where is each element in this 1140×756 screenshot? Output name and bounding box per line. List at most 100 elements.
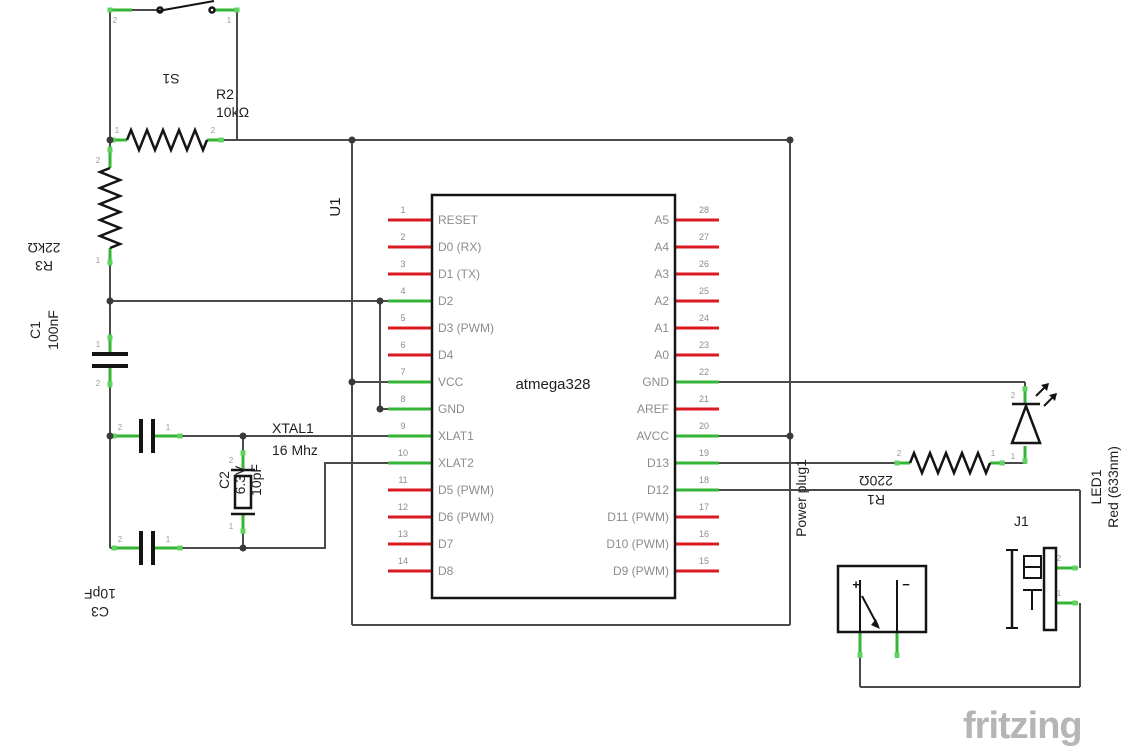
u1-pin-number: 12 [398, 502, 408, 512]
junction-dot [106, 297, 114, 305]
c2-pin-digit: 2 [118, 423, 123, 432]
u1-pin-number: 1 [400, 205, 405, 215]
c2-rating-label[interactable]: 6.3V [232, 465, 248, 494]
power-body [836, 564, 928, 634]
u1-pin-name: A3 [654, 267, 669, 281]
led1-ref-label[interactable]: LED1 [1088, 469, 1104, 504]
u1-outline [430, 193, 677, 600]
resistor-r1-symbol[interactable] [908, 449, 992, 477]
led1-value-label[interactable]: Red (633nm) [1105, 446, 1121, 528]
j1-ref-label[interactable]: J1 [1014, 513, 1029, 529]
j1-sleeve [1042, 546, 1058, 632]
xtal1-pin-digit: 1 [229, 522, 234, 531]
u1-pin-number: 16 [699, 529, 709, 539]
c1-pin-digit: 1 [96, 340, 101, 349]
u1-pin-name: D1 (TX) [438, 267, 480, 281]
j1-pin-digit: 2 [1057, 554, 1062, 563]
u1-pin-number: 7 [400, 367, 405, 377]
junction-dot [786, 136, 794, 144]
r2-ref-label[interactable]: R2 [216, 86, 234, 102]
u1-pin-number: 24 [699, 313, 709, 323]
u1-pin-name: D0 (RX) [438, 240, 481, 254]
s1-pin-digit: 2 [113, 16, 118, 25]
junction-dot [239, 544, 247, 552]
u1-pin-name: D3 (PWM) [438, 321, 494, 335]
u1-pin-name: AREF [637, 402, 669, 416]
u1-pin-name: A1 [654, 321, 669, 335]
u1-pin-number: 4 [400, 286, 405, 296]
junction-dots [106, 136, 794, 552]
capacitor-c2-symbol[interactable] [139, 419, 155, 453]
junction-dot [348, 378, 356, 386]
power-minus-label: − [902, 577, 910, 592]
wire-xlat2[interactable] [243, 462, 432, 549]
terminal-point [177, 545, 183, 551]
c1-ref-label[interactable]: C1 [27, 321, 43, 339]
c3-value-label[interactable]: 10pF [84, 586, 116, 602]
r3-ref-label[interactable]: R3 [35, 258, 53, 274]
u1-pin-number: 22 [699, 367, 709, 377]
terminal-point [1072, 600, 1078, 606]
r3-zigzag [96, 166, 124, 250]
c2-value-label[interactable]: 10pF [248, 464, 264, 496]
c3-pin-digit: 1 [166, 535, 171, 544]
power-ref-label[interactable]: Power plug1 [793, 459, 809, 537]
u1-pin-name: A4 [654, 240, 669, 254]
u1-pin-name: D12 [647, 483, 669, 497]
junction-dot [348, 136, 356, 144]
u1-pin-number: 8 [400, 394, 405, 404]
r1-value-label[interactable]: 220Ω [859, 473, 893, 489]
terminal-point [218, 137, 224, 143]
u1-pin-name: VCC [438, 375, 464, 389]
component-labels: S1 R2 10kΩ 22kΩ R3 C1 100nF XTAL1 16 Mhz… [27, 71, 1121, 620]
u1-pin-name: XLAT1 [438, 429, 474, 443]
c1-value-label[interactable]: 100nF [45, 310, 61, 350]
u1-pin-number: 3 [400, 259, 405, 269]
r3-pin-digit: 1 [96, 256, 101, 265]
c3-ref-label[interactable]: C3 [91, 604, 109, 620]
switch-s1-symbol[interactable] [156, 0, 216, 14]
r1-pin-digit: 1 [991, 449, 996, 458]
junction-dot [106, 136, 114, 144]
c2-ref-label[interactable]: C2 [216, 471, 232, 489]
resistor-r3-symbol[interactable] [96, 166, 124, 250]
crystal-xtal1-symbol[interactable] [231, 468, 255, 516]
capacitor-c3-symbol[interactable] [139, 531, 155, 565]
c2-pin-digit: 1 [166, 423, 171, 432]
xtal1-value-label[interactable]: 16 Mhz [272, 442, 318, 458]
u1-pin-name: A5 [654, 213, 669, 227]
terminal-point [107, 7, 113, 13]
power-plus-label: + [852, 577, 860, 592]
terminal-point [107, 335, 113, 341]
u1-pin-number: 21 [699, 394, 709, 404]
jack-j1-symbol[interactable] [1006, 546, 1058, 632]
r2-value-label[interactable]: 10kΩ [216, 104, 249, 120]
u1-pin-number: 25 [699, 286, 709, 296]
junction-dot [239, 432, 247, 440]
u1-ref-label[interactable]: U1 [327, 197, 344, 216]
xtal1-ref-label[interactable]: XTAL1 [272, 420, 314, 436]
u1-pin-number: 17 [699, 502, 709, 512]
terminal-point [177, 433, 183, 439]
u1-pin-stubs [388, 218, 719, 573]
ic-u1-body[interactable] [430, 193, 677, 600]
u1-pin-name: D7 [438, 537, 454, 551]
r3-value-label[interactable]: 22kΩ [27, 240, 60, 256]
r1-ref-label[interactable]: R1 [867, 492, 885, 508]
terminal-point [111, 433, 117, 439]
u1-pin-number: 5 [400, 313, 405, 323]
u1-pin-number: 14 [398, 556, 408, 566]
terminal-point [107, 259, 113, 265]
u1-part-label[interactable]: atmega328 [515, 376, 590, 393]
capacitor-c1-symbol[interactable] [92, 352, 128, 368]
u1-pin-texts: 1 RESET 2 D0 (RX) 3 D1 (TX) 4 D2 5 D3 (P… [398, 205, 709, 578]
s1-ref-label[interactable]: S1 [162, 71, 179, 87]
terminal-point [234, 7, 240, 13]
power-plug-symbol[interactable]: + − [836, 564, 928, 634]
resistor-r2-symbol[interactable] [125, 126, 209, 154]
u1-pin-name: D5 (PWM) [438, 483, 494, 497]
led1-symbol[interactable] [1010, 383, 1057, 445]
r2-pin-digit: 1 [115, 126, 120, 135]
u1-pin-name: GND [438, 402, 465, 416]
